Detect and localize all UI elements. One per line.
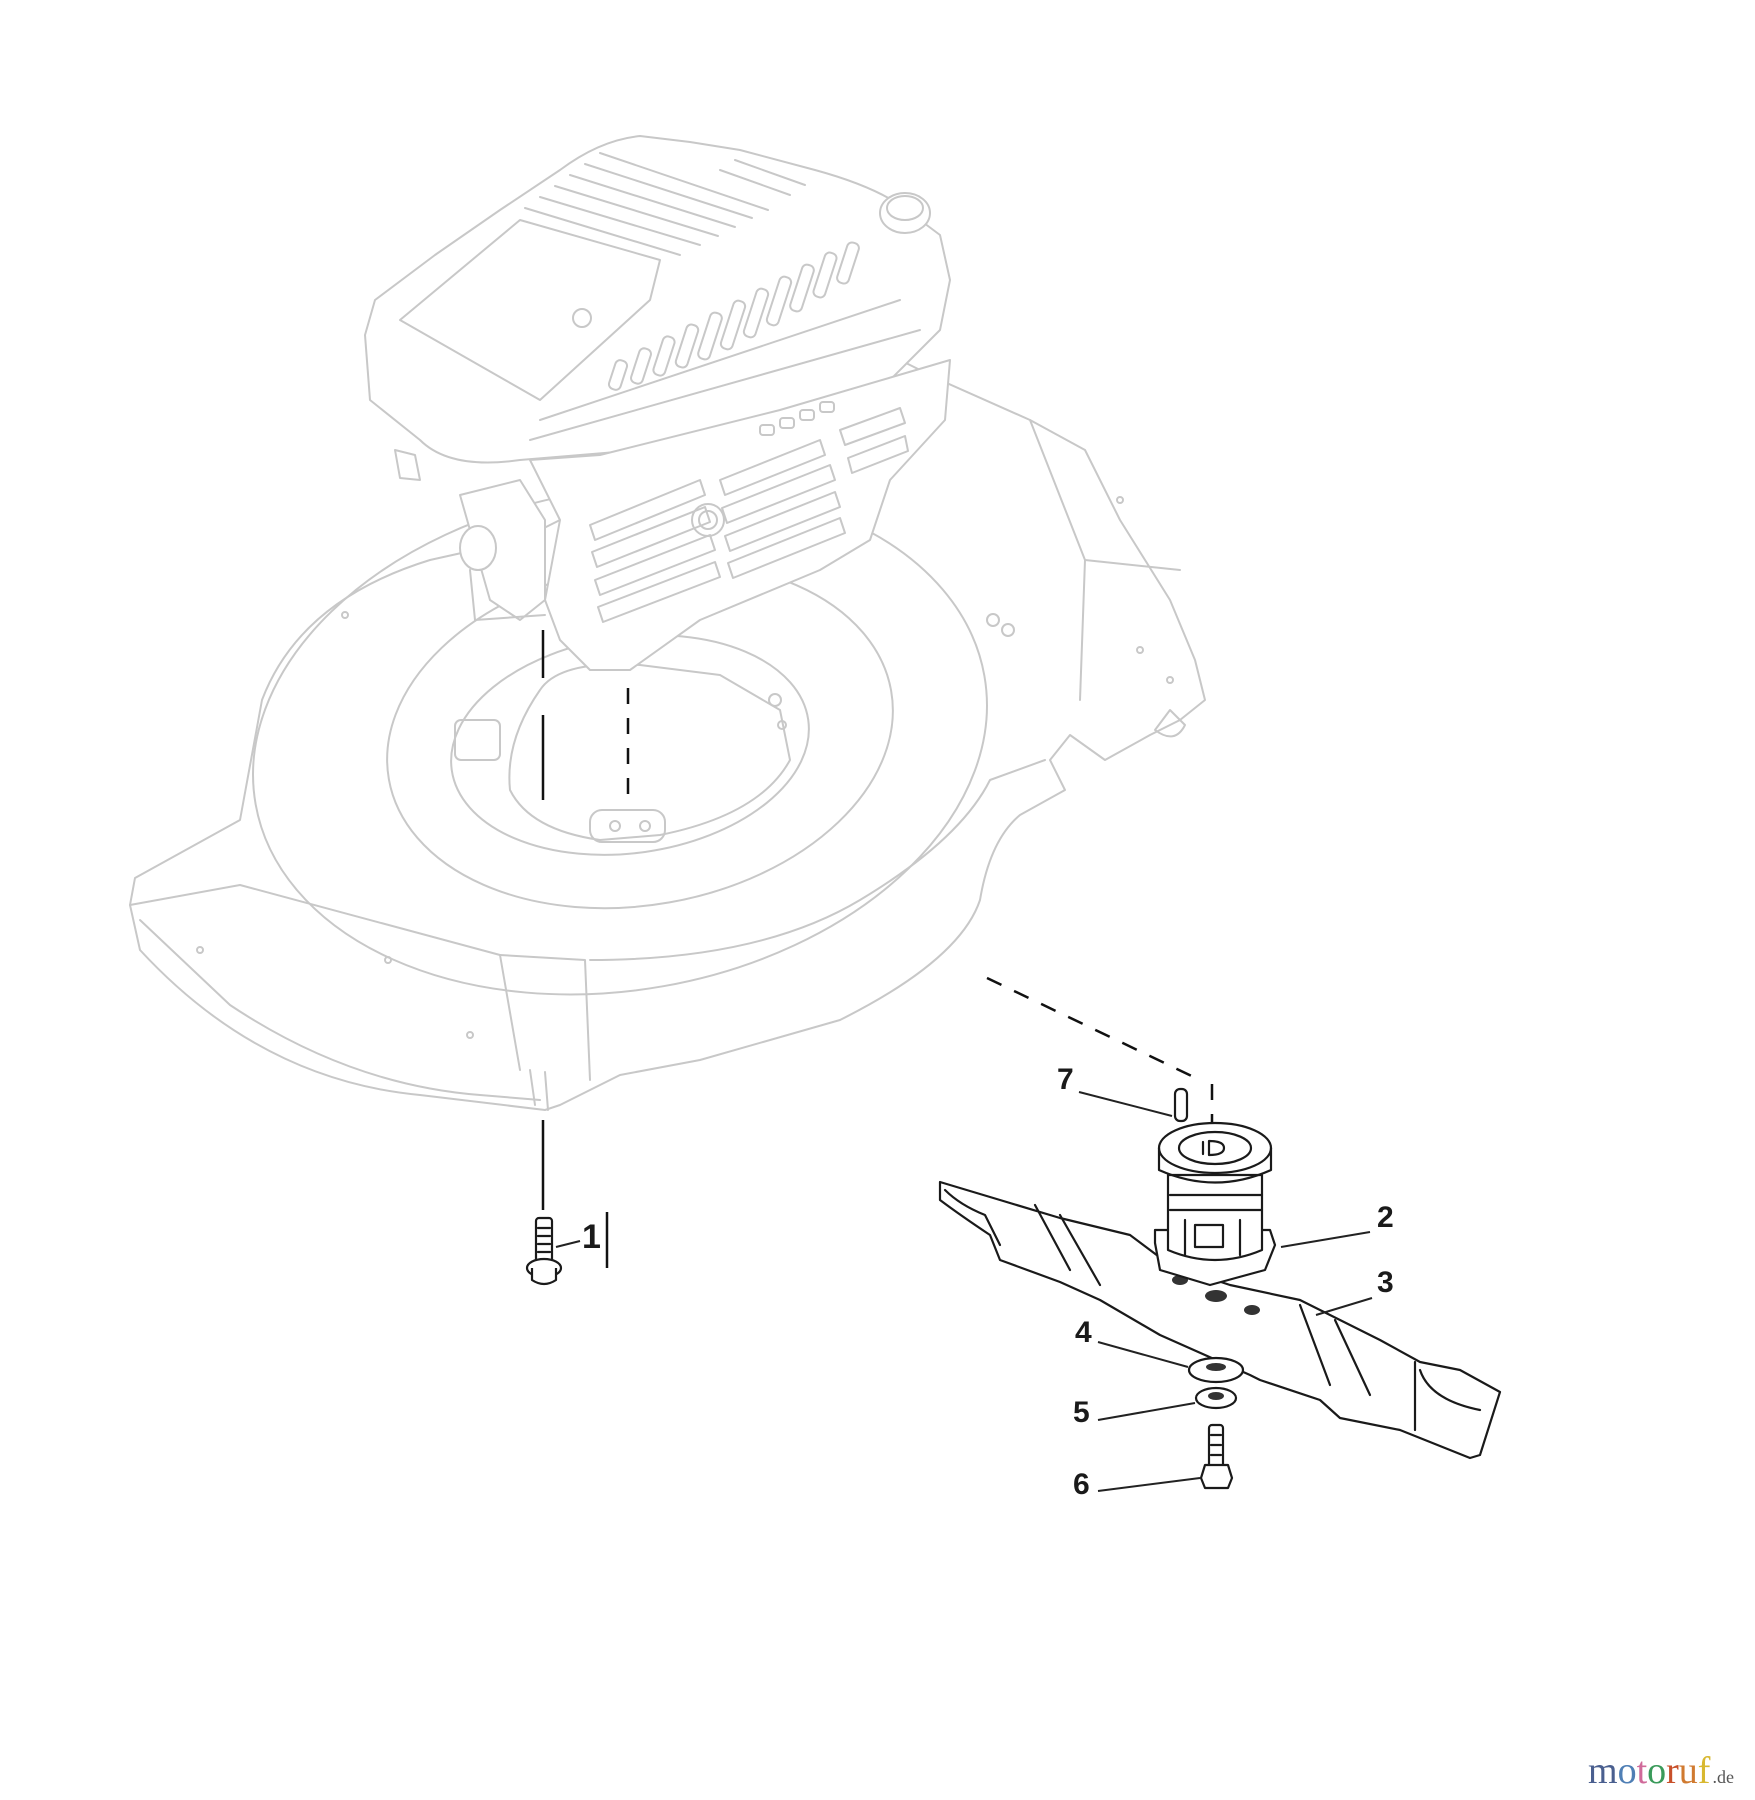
mower-deck [129,359,1206,1111]
logo-letter: f [1697,1750,1711,1792]
callout-2: 2 [1377,1201,1394,1234]
callout-7: 7 [1057,1063,1074,1096]
motoruf-logo: motoruf.de [1588,1752,1734,1790]
blade-bolt-part-6[interactable] [1097,1423,1234,1492]
logo-letter: m [1588,1750,1618,1792]
callout-3: 3 [1377,1266,1394,1299]
logo-letter: r [1666,1750,1679,1792]
callout-5: 5 [1073,1396,1090,1429]
washer-part-4[interactable] [1097,1341,1245,1384]
spring-washer-part-5[interactable] [1097,1386,1238,1421]
callout-6: 6 [1073,1468,1090,1501]
hub-part-2[interactable] [1153,1121,1371,1287]
logo-letter: t [1636,1750,1648,1792]
blade-part-3[interactable] [938,1180,1502,1460]
logo-letter: o [1647,1750,1667,1792]
callout-1: 1 [582,1218,601,1256]
engine [364,135,951,671]
logo-letter: o [1617,1750,1637,1792]
bolt-part-1[interactable] [525,1212,609,1286]
alignment-lines [541,630,1214,1210]
logo-letter: u [1678,1750,1698,1792]
key-pin-part-7[interactable] [1078,1087,1189,1123]
callout-4: 4 [1075,1316,1092,1349]
logo-tld: .de [1712,1767,1734,1787]
